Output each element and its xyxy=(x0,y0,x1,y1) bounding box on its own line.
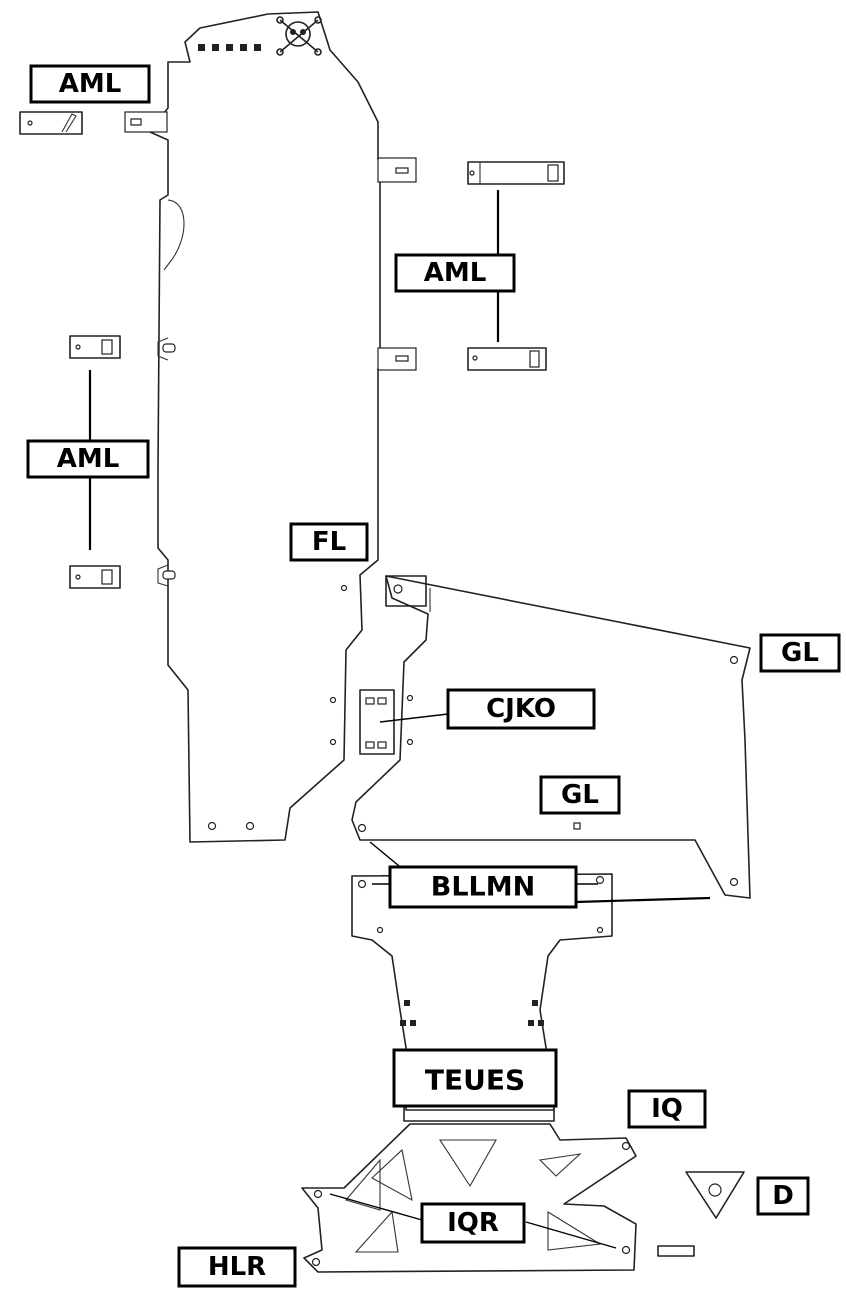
bracket-left-bottom xyxy=(69,565,121,589)
svg-text:AML: AML xyxy=(59,69,122,99)
svg-text:AML: AML xyxy=(424,258,487,288)
small-pin xyxy=(657,1245,695,1257)
bottom-plate xyxy=(301,1104,637,1273)
svg-text:GL: GL xyxy=(561,780,599,810)
label-aml-top-left: AML xyxy=(29,64,151,104)
svg-text:HLR: HLR xyxy=(208,1252,266,1282)
skull-crossbones-icon xyxy=(276,16,322,56)
svg-text:AML: AML xyxy=(57,444,120,474)
label-gl-center: GL xyxy=(539,775,621,815)
label-iqr: IQR xyxy=(420,1202,526,1244)
label-aml-left: AML xyxy=(26,439,150,479)
svg-text:IQR: IQR xyxy=(447,1208,499,1238)
svg-text:IQ: IQ xyxy=(651,1094,683,1124)
svg-text:BLLMN: BLLMN xyxy=(431,872,535,903)
bracket-right-top xyxy=(467,161,565,185)
svg-text:FL: FL xyxy=(312,527,346,557)
svg-text:TEUES: TEUES xyxy=(425,1064,525,1097)
center-plate xyxy=(351,575,751,899)
bracket-left-top xyxy=(69,335,121,359)
label-fl: FL xyxy=(289,522,369,562)
svg-text:CJKO: CJKO xyxy=(486,694,556,724)
label-aml-right: AML xyxy=(394,253,516,293)
label-d: D xyxy=(756,1176,810,1216)
label-bllmn: BLLMN xyxy=(388,865,578,909)
triangle-part-d xyxy=(685,1171,745,1219)
svg-text:D: D xyxy=(772,1181,794,1211)
svg-text:GL: GL xyxy=(781,638,819,668)
label-iq: IQ xyxy=(627,1089,707,1129)
label-hlr: HLR xyxy=(177,1246,297,1288)
label-cjko: CJKO xyxy=(446,688,596,730)
label-teues: TEUES xyxy=(392,1048,558,1108)
main-side-plate xyxy=(124,11,417,843)
label-gl-right: GL xyxy=(759,633,841,673)
bracket-right-bottom xyxy=(467,347,547,371)
bracket-top-left xyxy=(19,111,83,135)
leader-lines xyxy=(88,190,711,1249)
